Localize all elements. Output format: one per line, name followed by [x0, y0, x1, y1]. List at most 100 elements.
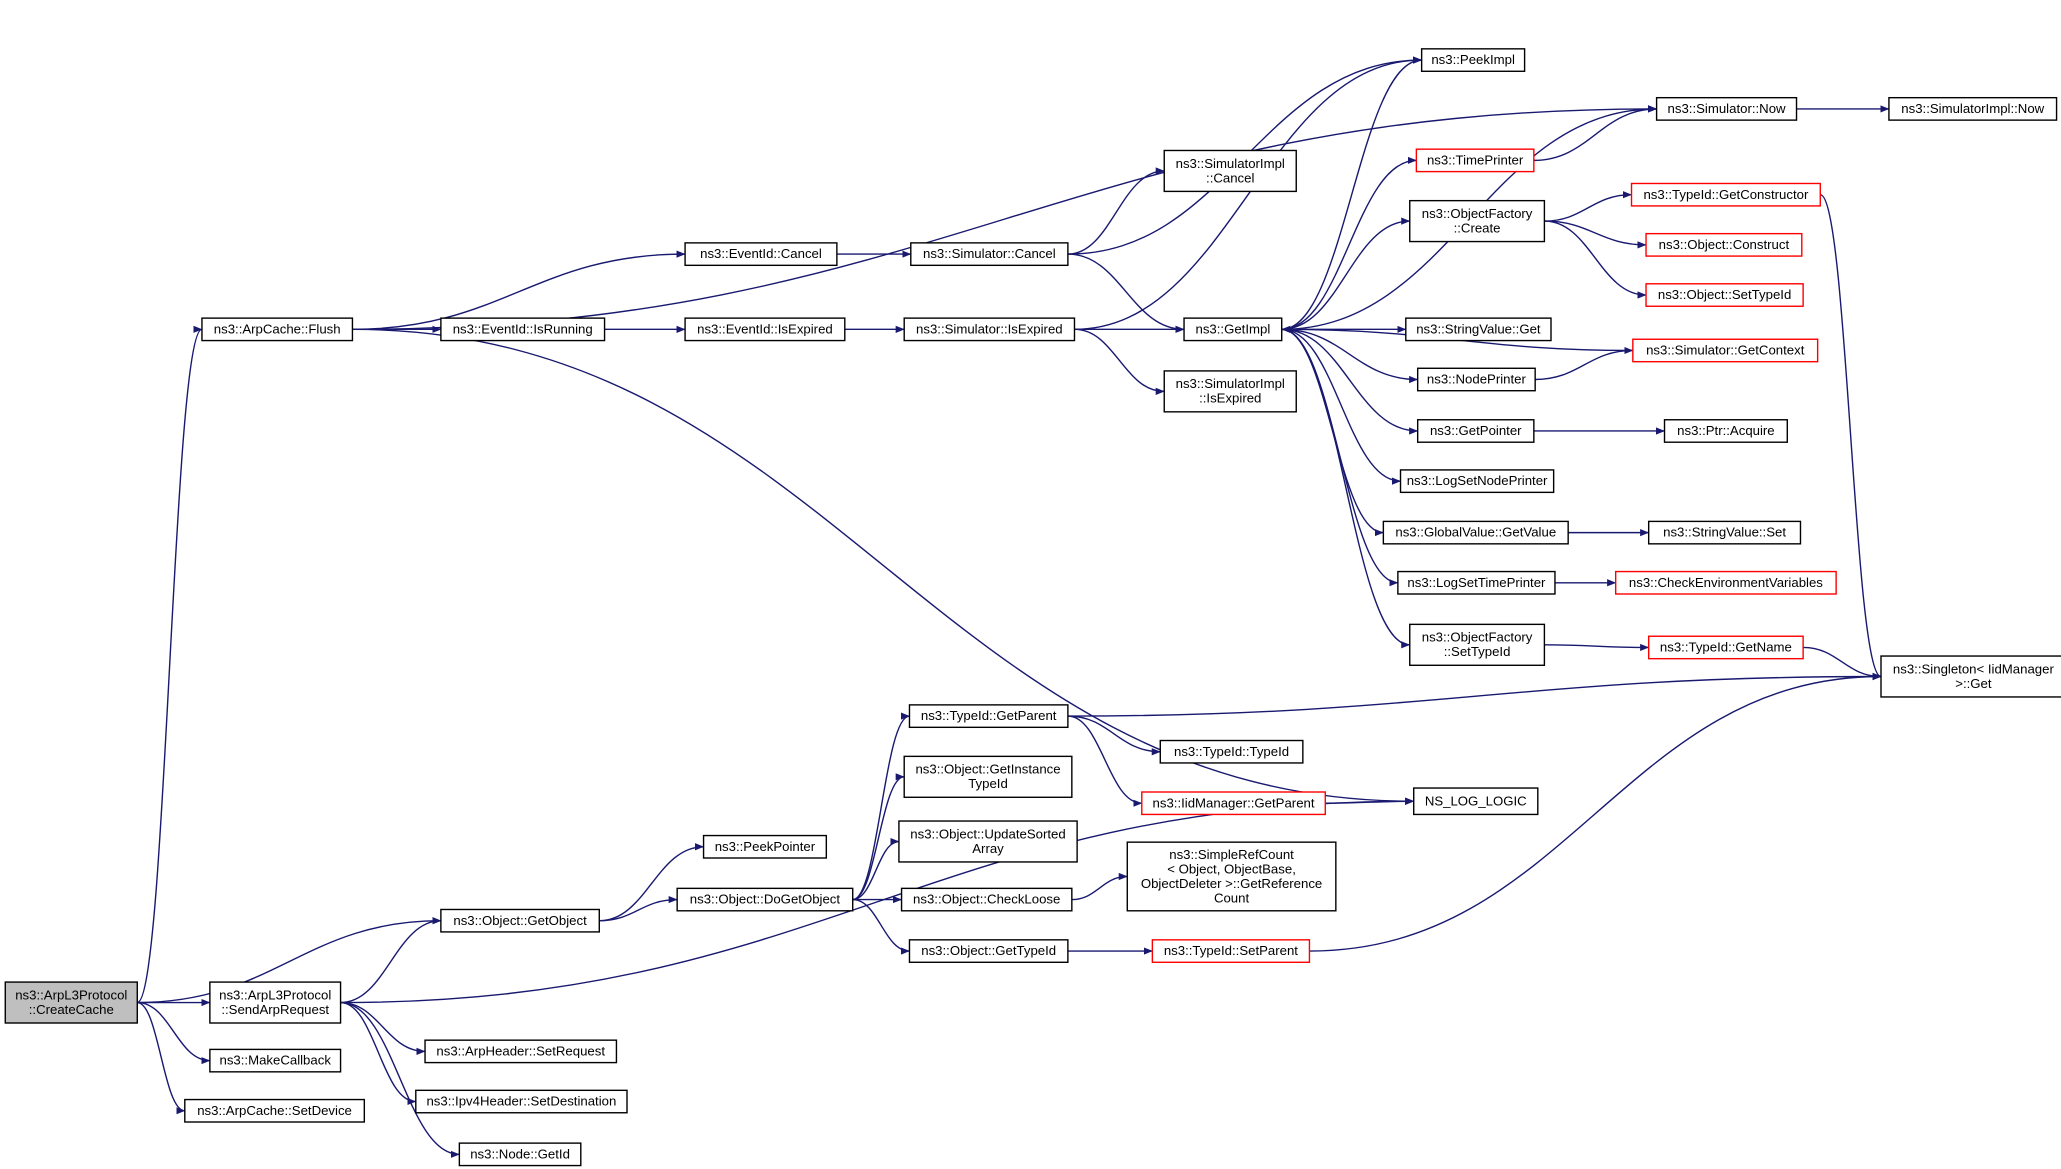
node-object-gettypeid[interactable]: ns3::Object::GetTypeId — [908, 939, 1069, 963]
node-typeid-getconstructor[interactable]: ns3::TypeId::GetConstructor — [1630, 182, 1821, 207]
node-simimpl-cancel[interactable]: ns3::SimulatorImpl::Cancel — [1163, 149, 1297, 193]
edge-simulator_cancel-to-getimpl — [1067, 253, 1185, 333]
edge-getimpl-to-nodeprinter — [1281, 328, 1419, 384]
node-box — [900, 887, 1073, 912]
edge-typeid_getconstructor-to-singleton_get — [1819, 194, 1882, 680]
node-box — [1409, 623, 1546, 666]
node-label: ns3::IidManager::GetParent — [1153, 795, 1315, 810]
edge-arrow — [1281, 328, 1401, 485]
edge-arrow — [599, 843, 705, 922]
node-box — [1416, 367, 1536, 392]
node-logsettimeprinter[interactable]: ns3::LogSetTimePrinter — [1397, 570, 1556, 595]
node-logsetnodeprinter[interactable]: ns3::LogSetNodePrinter — [1399, 469, 1555, 494]
edge-typeid_getparent-to-iidmanager_getparent — [1067, 715, 1143, 807]
node-getimpl[interactable]: ns3::GetImpl — [1183, 317, 1283, 342]
node-objfactory-settypeid[interactable]: ns3::ObjectFactory::SetTypeId — [1409, 623, 1546, 666]
node-getpointer[interactable]: ns3::GetPointer — [1416, 419, 1535, 443]
node-simulator-isexpired[interactable]: ns3::Simulator::IsExpired — [903, 317, 1076, 342]
node-box — [908, 704, 1069, 729]
node-label: ::SendArpRequest — [221, 1002, 329, 1017]
node-box — [1416, 419, 1535, 443]
node-stringvalue-set[interactable]: ns3::StringValue::Set — [1647, 520, 1802, 545]
node-simimpl-now[interactable]: ns3::SimulatorImpl::Now — [1888, 96, 2058, 121]
edge-arrow — [352, 250, 686, 331]
node-nodeprinter[interactable]: ns3::NodePrinter — [1416, 367, 1536, 392]
edge-object_getobject-to-object_dogetobject — [599, 895, 678, 922]
edge-arrow — [1281, 156, 1417, 331]
node-typeid-setparent[interactable]: ns3::TypeId::SetParent — [1151, 939, 1311, 963]
node-label: ns3::ArpL3Protocol — [15, 987, 127, 1002]
node-eventid-isrunning[interactable]: ns3::EventId::IsRunning — [440, 317, 606, 342]
node-label: ns3::MakeCallback — [220, 1053, 332, 1068]
node-timeprinter[interactable]: ns3::TimePrinter — [1415, 148, 1535, 173]
edge-object_dogetobject-to-object_getinstancetypeid — [852, 773, 905, 901]
node-label: ns3::CheckEnvironmentVariables — [1629, 575, 1823, 590]
node-ns-log-logic[interactable]: NS_LOG_LOGIC — [1413, 787, 1539, 816]
node-peekpointer[interactable]: ns3::PeekPointer — [702, 834, 828, 859]
node-simplerefcount[interactable]: ns3::SimpleRefCount< Object, ObjectBase,… — [1126, 841, 1337, 912]
node-simulator-cancel[interactable]: ns3::Simulator::Cancel — [910, 242, 1069, 267]
edge-sendarprequest-to-object_getobject — [340, 917, 442, 1004]
node-simulator-now[interactable]: ns3::Simulator::Now — [1655, 96, 1798, 121]
node-setdevice[interactable]: ns3::ArpCache::SetDevice — [184, 1098, 366, 1123]
node-eventid-cancel[interactable]: ns3::EventId::Cancel — [684, 242, 838, 267]
node-label: ns3::Node::GetId — [470, 1146, 570, 1161]
node-typeid-getparent[interactable]: ns3::TypeId::GetParent — [908, 704, 1069, 729]
node-typeid-getname[interactable]: ns3::TypeId::GetName — [1647, 635, 1804, 660]
edge-getimpl-to-logsetnodeprinter — [1281, 328, 1401, 485]
node-box — [1141, 791, 1326, 816]
node-objfactory-create[interactable]: ns3::ObjectFactory::Create — [1409, 199, 1546, 243]
node-object-getobject[interactable]: ns3::Object::GetObject — [440, 908, 600, 933]
node-label: ns3::Simulator::Cancel — [923, 246, 1056, 261]
node-stringvalue-get[interactable]: ns3::StringValue::Get — [1405, 317, 1552, 342]
edge-arrow — [1309, 672, 1882, 952]
node-checkenv[interactable]: ns3::CheckEnvironmentVariables — [1614, 570, 1837, 595]
node-node-getid[interactable]: ns3::Node::GetId — [458, 1142, 582, 1167]
node-ipv4header-setdestination[interactable]: ns3::Ipv4Header::SetDestination — [415, 1089, 628, 1114]
node-box — [898, 820, 1078, 863]
node-simimpl-isexpired[interactable]: ns3::SimulatorImpl::IsExpired — [1163, 370, 1297, 413]
edge-simulator_cancel-to-simimpl_cancel — [1067, 167, 1165, 255]
node-box — [1399, 469, 1555, 494]
node-label: ns3::Object::UpdateSorted — [910, 826, 1065, 841]
node-label: ns3::ObjectFactory — [1422, 206, 1533, 221]
node-label: ns3::TypeId::GetParent — [921, 708, 1057, 723]
node-label: ns3::StringValue::Set — [1663, 525, 1786, 540]
node-sendarprequest[interactable]: ns3::ArpL3Protocol::SendArpRequest — [209, 981, 342, 1024]
node-iidmanager-getparent[interactable]: ns3::IidManager::GetParent — [1141, 791, 1326, 816]
node-eventid-isexpired[interactable]: ns3::EventId::IsExpired — [684, 317, 846, 342]
node-arpheader-setrequest[interactable]: ns3::ArpHeader::SetRequest — [424, 1039, 618, 1064]
node-object-checkloose[interactable]: ns3::Object::CheckLoose — [900, 887, 1073, 912]
node-root[interactable]: ns3::ArpL3Protocol::CreateCache — [4, 981, 138, 1024]
node-box — [201, 317, 354, 342]
edge-arrow — [137, 917, 442, 1004]
node-ptr-acquire[interactable]: ns3::Ptr::Acquire — [1663, 419, 1788, 443]
node-label: ns3::Object::CheckLoose — [913, 892, 1060, 907]
node-box — [684, 317, 846, 342]
node-box — [1163, 149, 1297, 193]
node-arpcache-flush[interactable]: ns3::ArpCache::Flush — [201, 317, 354, 342]
edge-root-to-makecallback — [137, 1001, 211, 1065]
node-label: ns3::TypeId::GetConstructor — [1643, 187, 1809, 202]
edge-arrow — [1071, 872, 1128, 901]
node-label: ns3::Simulator::GetContext — [1646, 343, 1805, 358]
node-globalvalue-getvalue[interactable]: ns3::GlobalValue::GetValue — [1382, 520, 1569, 545]
node-object-dogetobject[interactable]: ns3::Object::DoGetObject — [676, 887, 854, 912]
node-label: ns3::NodePrinter — [1427, 372, 1527, 387]
node-makecallback[interactable]: ns3::MakeCallback — [209, 1048, 342, 1073]
node-object-construct[interactable]: ns3::Object::Construct — [1645, 232, 1803, 257]
node-box — [1888, 96, 2058, 121]
edge-arrow — [1281, 56, 1423, 331]
node-simulator-getcontext[interactable]: ns3::Simulator::GetContext — [1632, 338, 1819, 363]
node-peekimpl[interactable]: ns3::PeekImpl — [1420, 48, 1526, 72]
node-box — [1405, 317, 1552, 342]
node-box — [1647, 635, 1804, 660]
edge-sendarprequest-to-arpheader_setrequest — [340, 1001, 426, 1055]
node-singleton-get[interactable]: ns3::Singleton< IidManager >::Get — [1880, 655, 2061, 698]
node-label: ns3::ArpCache::Flush — [214, 321, 341, 336]
node-object-settypeid[interactable]: ns3::Object::SetTypeId — [1645, 283, 1804, 307]
node-typeid-typeid[interactable]: ns3::TypeId::TypeId — [1159, 739, 1304, 764]
